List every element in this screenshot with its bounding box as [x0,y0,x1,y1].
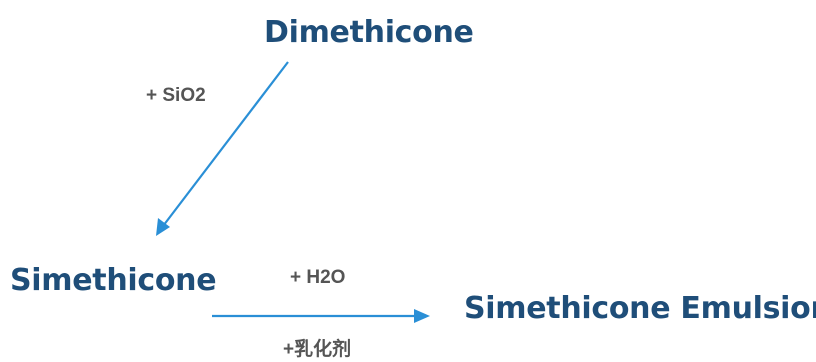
node-dimethicone: Dimethicone [264,15,474,50]
node-simethicone: Simethicone [10,263,217,298]
edge-label-sio2: + SiO2 [146,85,206,106]
edge-label-h2o: + H2O [290,267,346,288]
arrowhead-dimethicone-to-simethicone [156,218,170,236]
node-simethicone-emulsion: Simethicone Emulsion [464,291,816,326]
edge-label-emulsifier: +乳化剂 [283,339,352,360]
arrow-dimethicone-to-simethicone [159,61,289,231]
arrowhead-simethicone-to-emulsion [414,309,430,323]
